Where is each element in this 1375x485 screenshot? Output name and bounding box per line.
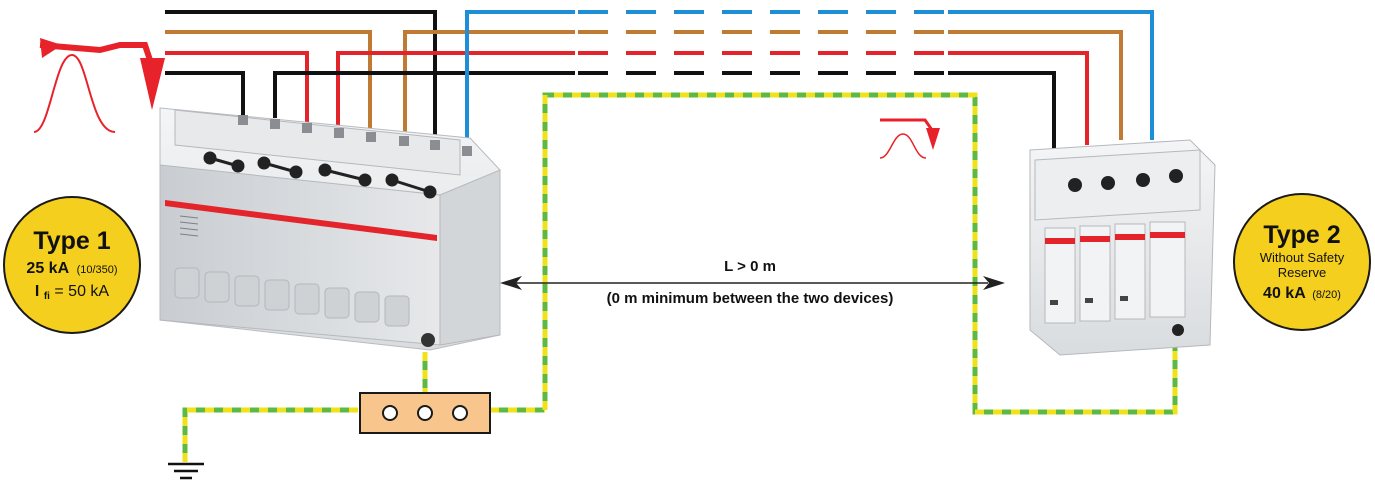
svg-text:25 kA (10/350): 25 kA (10/350) (26, 260, 117, 277)
wire-black-top (165, 10, 437, 148)
wire-red-right (948, 51, 1089, 145)
type2-waveform: (8/20) (1312, 289, 1341, 301)
type2-surge-protective-device (1029, 139, 1216, 356)
type1-waveform: (10/350) (77, 264, 118, 276)
wire-brown-right (948, 30, 1123, 140)
surge-impulse-large-icon (33, 38, 165, 133)
svg-text:I fi = 50 kA: I fi = 50 kA (35, 283, 110, 303)
type2-badge: Type 2 Without Safety Reserve 40 kA (8/2… (1233, 193, 1371, 331)
svg-text:40 kA (8/20): 40 kA (8/20) (1263, 285, 1341, 302)
terminal-screw-icon (452, 405, 468, 421)
type1-title: Type 1 (33, 227, 110, 255)
surge-impulse-small-icon (879, 118, 940, 159)
wire-black-lower-2 (273, 71, 575, 118)
type1-ifi-subscript: fi (44, 291, 50, 302)
type2-current-value: 40 kA (1263, 285, 1306, 302)
arrow-left-icon (500, 276, 522, 290)
wire-black-lower (165, 71, 245, 118)
terminal-screw-icon (417, 405, 433, 421)
distance-label: L > 0 m (724, 258, 776, 275)
wire-brown (165, 30, 372, 148)
wire-blue-neutral (465, 10, 575, 150)
type2-line1: Without Safety (1260, 250, 1345, 265)
type1-ifi-value: = 50 kA (54, 283, 109, 300)
supply-bus-wires (165, 10, 1154, 150)
type1-ifi-symbol: I (35, 283, 39, 300)
type1-current-value: 25 kA (26, 260, 69, 277)
terminal-screw-icon (382, 405, 398, 421)
earth-terminal-block (359, 392, 491, 434)
ground-symbol-icon (168, 462, 204, 480)
distance-note: (0 m minimum between the two devices) (607, 290, 894, 307)
arrow-right-icon (983, 276, 1005, 290)
type1-surge-protective-device (159, 107, 501, 351)
type1-badge: Type 1 25 kA (10/350) I fi = 50 kA (3, 196, 141, 334)
distance-indicator: L > 0 m (0 m minimum between the two dev… (500, 258, 1005, 307)
wire-black-right (948, 71, 1056, 150)
wire-red-2 (336, 51, 575, 148)
wire-brown-2 (403, 30, 575, 148)
type2-line2: Reserve (1278, 265, 1326, 280)
wire-red (165, 51, 309, 125)
type2-title: Type 2 (1263, 221, 1340, 249)
wire-blue-right (948, 10, 1154, 140)
